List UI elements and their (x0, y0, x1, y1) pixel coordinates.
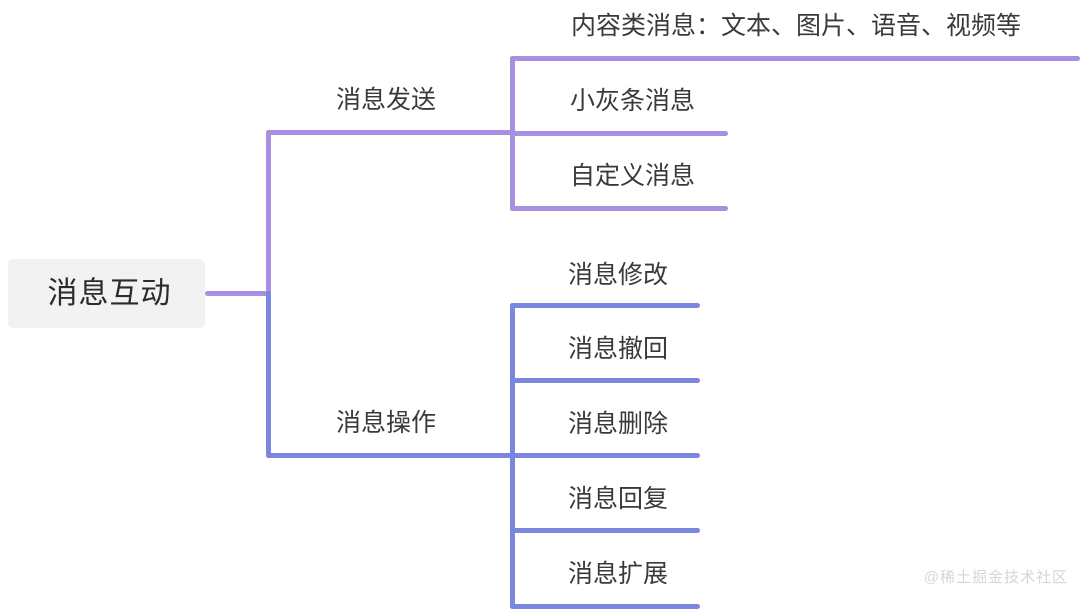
trunk-spine-lower (266, 291, 271, 458)
leaf-label-message-delete[interactable]: 消息删除 (568, 410, 669, 438)
underline-message-reply (510, 528, 700, 533)
leaf-label-custom-message[interactable]: 自定义消息 (570, 162, 696, 190)
root-node-label: 消息互动 (47, 276, 172, 310)
underline-message-edit (510, 303, 700, 308)
leaf-label-message-edit[interactable]: 消息修改 (568, 261, 669, 289)
connector-trunk-to-operate (266, 453, 516, 458)
leaf-label-content-messages[interactable]: 内容类消息：文本、图片、语音、视频等 (571, 12, 1022, 40)
root-node[interactable]: 消息互动 (8, 259, 205, 328)
underline-custom-message (510, 206, 728, 211)
leaf-label-gray-bar-message[interactable]: 小灰条消息 (570, 87, 696, 115)
underline-message-delete (510, 453, 700, 458)
branch-label-message-send[interactable]: 消息发送 (336, 86, 437, 114)
underline-message-recall (510, 378, 700, 383)
trunk-spine-upper (266, 130, 271, 294)
connector-trunk-to-send (266, 130, 516, 135)
branch-label-message-operate[interactable]: 消息操作 (336, 409, 437, 437)
watermark: @稀土掘金技术社区 (923, 569, 1068, 586)
leaf-label-message-recall[interactable]: 消息撤回 (568, 335, 669, 363)
underline-message-extend (510, 604, 700, 609)
leaf-label-message-reply[interactable]: 消息回复 (568, 485, 669, 513)
underline-content-messages (510, 56, 1080, 61)
connector-root-to-trunk (205, 291, 271, 296)
leaf-label-message-extend[interactable]: 消息扩展 (568, 560, 669, 588)
underline-gray-bar-message (510, 131, 728, 136)
